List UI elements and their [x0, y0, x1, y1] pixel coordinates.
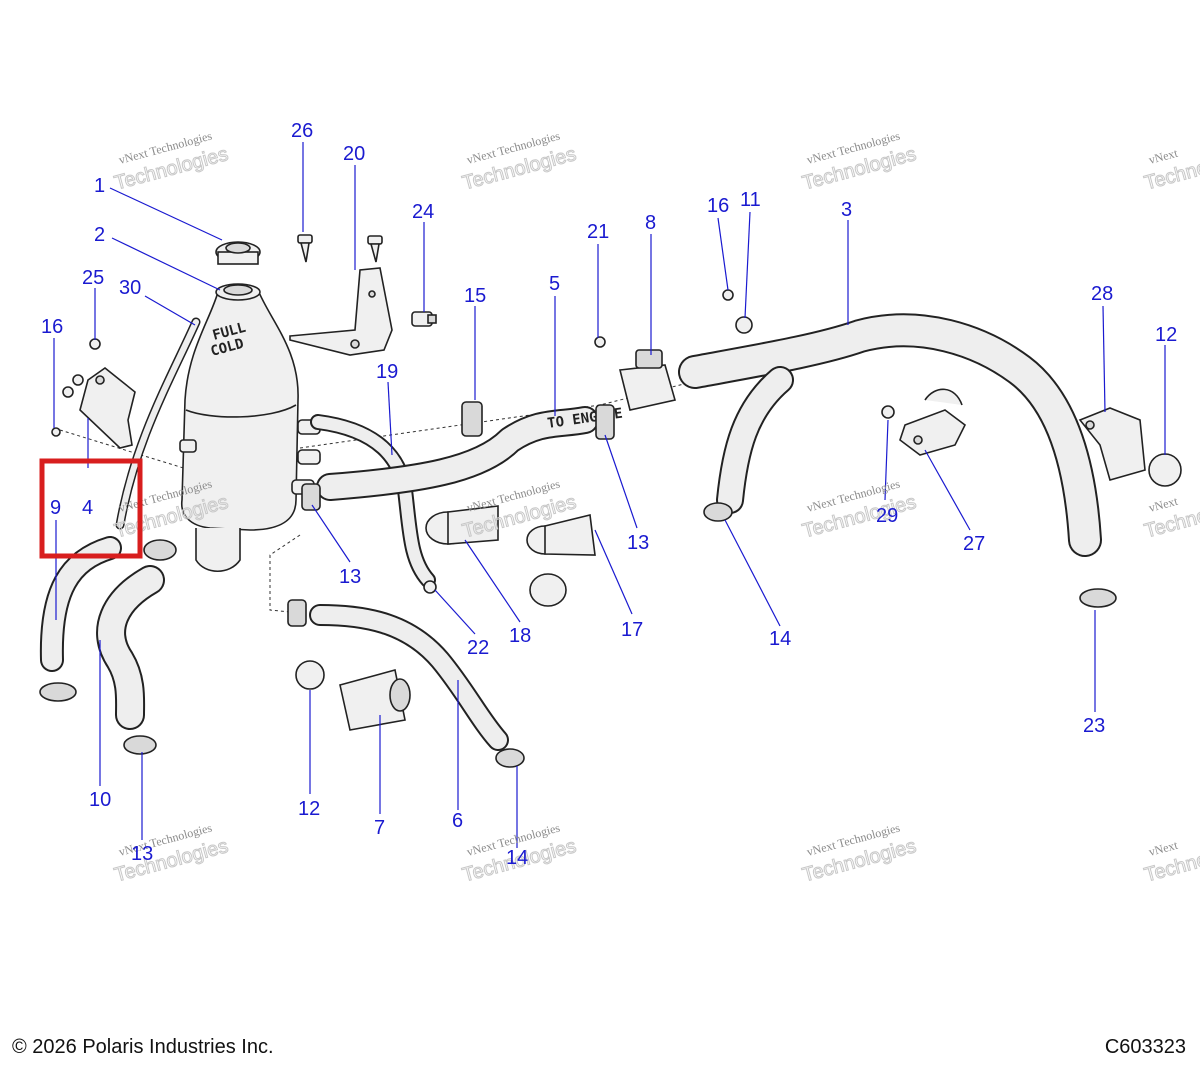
callout-10[interactable]: 10 — [89, 789, 111, 811]
fitting-17[interactable] — [526, 514, 596, 607]
hose-6[interactable] — [309, 604, 509, 751]
callout-27[interactable]: 27 — [963, 533, 985, 555]
callout-26[interactable]: 26 — [291, 120, 313, 142]
bracket-plate[interactable] — [79, 366, 136, 449]
callout-14-bottom[interactable]: 14 — [506, 847, 528, 869]
callout-17[interactable]: 17 — [621, 619, 643, 641]
callout-1[interactable]: 1 — [94, 175, 105, 197]
callout-30[interactable]: 30 — [119, 277, 141, 299]
selection-highlight-box — [39, 458, 143, 559]
callout-25[interactable]: 25 — [82, 267, 104, 289]
callout-19[interactable]: 19 — [376, 361, 398, 383]
bracket-27[interactable] — [899, 388, 967, 456]
assembly-guide-lines — [59, 379, 701, 613]
fitting-28[interactable] — [1078, 407, 1146, 481]
callout-2[interactable]: 2 — [94, 224, 105, 246]
coolant-reservoir[interactable]: FULL COLD — [179, 283, 321, 573]
callout-9[interactable]: 9 — [50, 497, 61, 519]
callout-14-right[interactable]: 14 — [769, 628, 791, 650]
callout-5[interactable]: 5 — [549, 273, 560, 295]
hose-19[interactable] — [310, 414, 436, 588]
fastener-clip[interactable] — [411, 311, 437, 327]
callout-23[interactable]: 23 — [1083, 715, 1105, 737]
callout-4[interactable]: 4 — [82, 497, 93, 519]
leader-lines — [53, 142, 1166, 848]
copyright-text: © 2026 Polaris Industries Inc. — [12, 1036, 274, 1058]
fitting-8[interactable] — [619, 349, 677, 411]
callout-16-left[interactable]: 16 — [41, 316, 63, 338]
callout-24[interactable]: 24 — [412, 201, 434, 223]
callout-8[interactable]: 8 — [645, 212, 656, 234]
callout-3[interactable]: 3 — [841, 199, 852, 221]
callout-7[interactable]: 7 — [374, 817, 385, 839]
callout-18[interactable]: 18 — [509, 625, 531, 647]
figure-id: C603323 — [1104, 1036, 1186, 1058]
callout-28[interactable]: 28 — [1091, 283, 1113, 305]
callout-12-bottom[interactable]: 12 — [298, 798, 320, 820]
hose-9[interactable] — [39, 536, 122, 672]
hose-clamps[interactable] — [39, 289, 1182, 768]
callout-15[interactable]: 15 — [464, 285, 486, 307]
callout-labels: 1 2 3 4 5 6 7 8 9 10 11 12 12 13 13 13 1… — [41, 120, 1177, 869]
reservoir-cap[interactable] — [215, 241, 261, 265]
callout-13-center[interactable]: 13 — [339, 566, 361, 588]
callout-11[interactable]: 11 — [740, 189, 761, 211]
mounting-bracket[interactable] — [289, 267, 393, 356]
callout-20[interactable]: 20 — [343, 143, 365, 165]
push-rivet-2[interactable] — [367, 235, 383, 263]
callout-6[interactable]: 6 — [452, 810, 463, 832]
callout-16-right[interactable]: 16 — [707, 195, 729, 217]
callout-12-right[interactable]: 12 — [1155, 324, 1177, 346]
fitting-7[interactable] — [339, 669, 411, 731]
callout-13-bottom[interactable]: 13 — [131, 843, 153, 865]
push-rivet[interactable] — [297, 234, 313, 263]
screws[interactable] — [51, 338, 101, 437]
callout-22[interactable]: 22 — [467, 637, 489, 659]
callout-13-right[interactable]: 13 — [627, 532, 649, 554]
hose-3[interactable] — [678, 313, 1102, 557]
fitting-18[interactable] — [425, 505, 499, 545]
overflow-tube[interactable] — [115, 317, 201, 530]
hose-10[interactable] — [96, 565, 165, 730]
hose-branch[interactable] — [716, 366, 794, 514]
callout-21[interactable]: 21 — [587, 221, 609, 243]
callout-29[interactable]: 29 — [876, 505, 898, 527]
